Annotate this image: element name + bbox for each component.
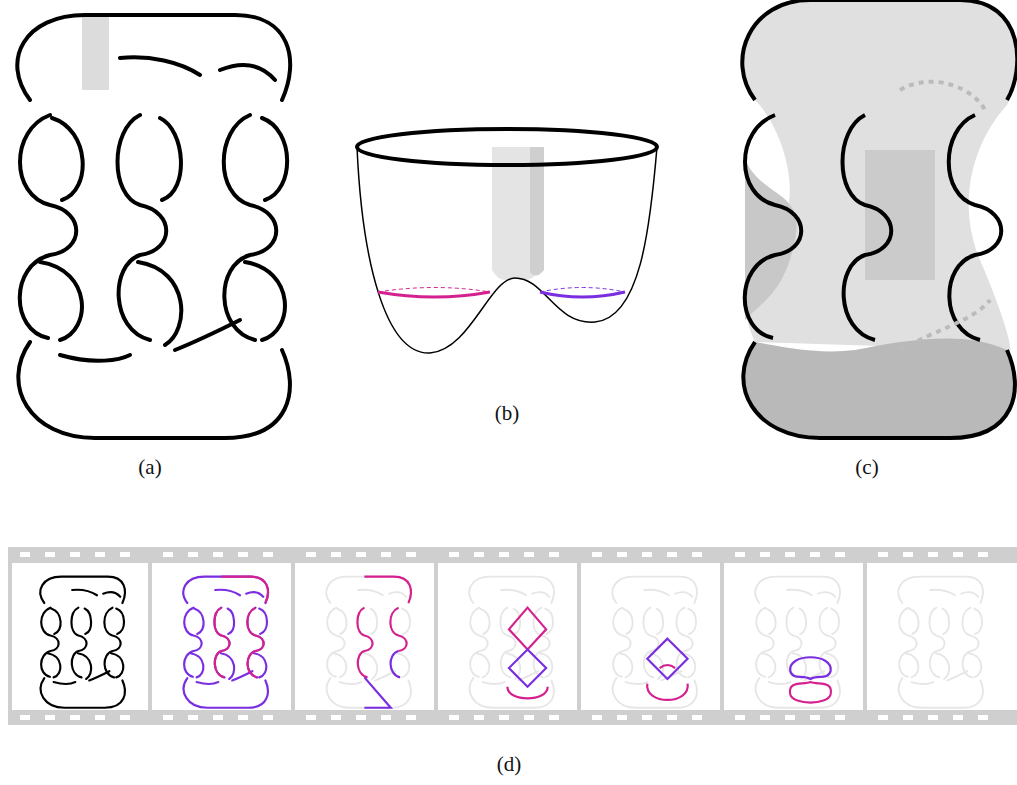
panel-label: (b): [495, 401, 520, 426]
panel-label: (c): [855, 455, 878, 480]
surface-c: [742, 0, 1017, 438]
filmstrip-d: [8, 547, 1017, 725]
surface-b: [357, 129, 657, 353]
knot-diagram-a: [17, 15, 290, 438]
panel-label: (a): [138, 455, 161, 480]
panel-label: (d): [497, 752, 522, 777]
